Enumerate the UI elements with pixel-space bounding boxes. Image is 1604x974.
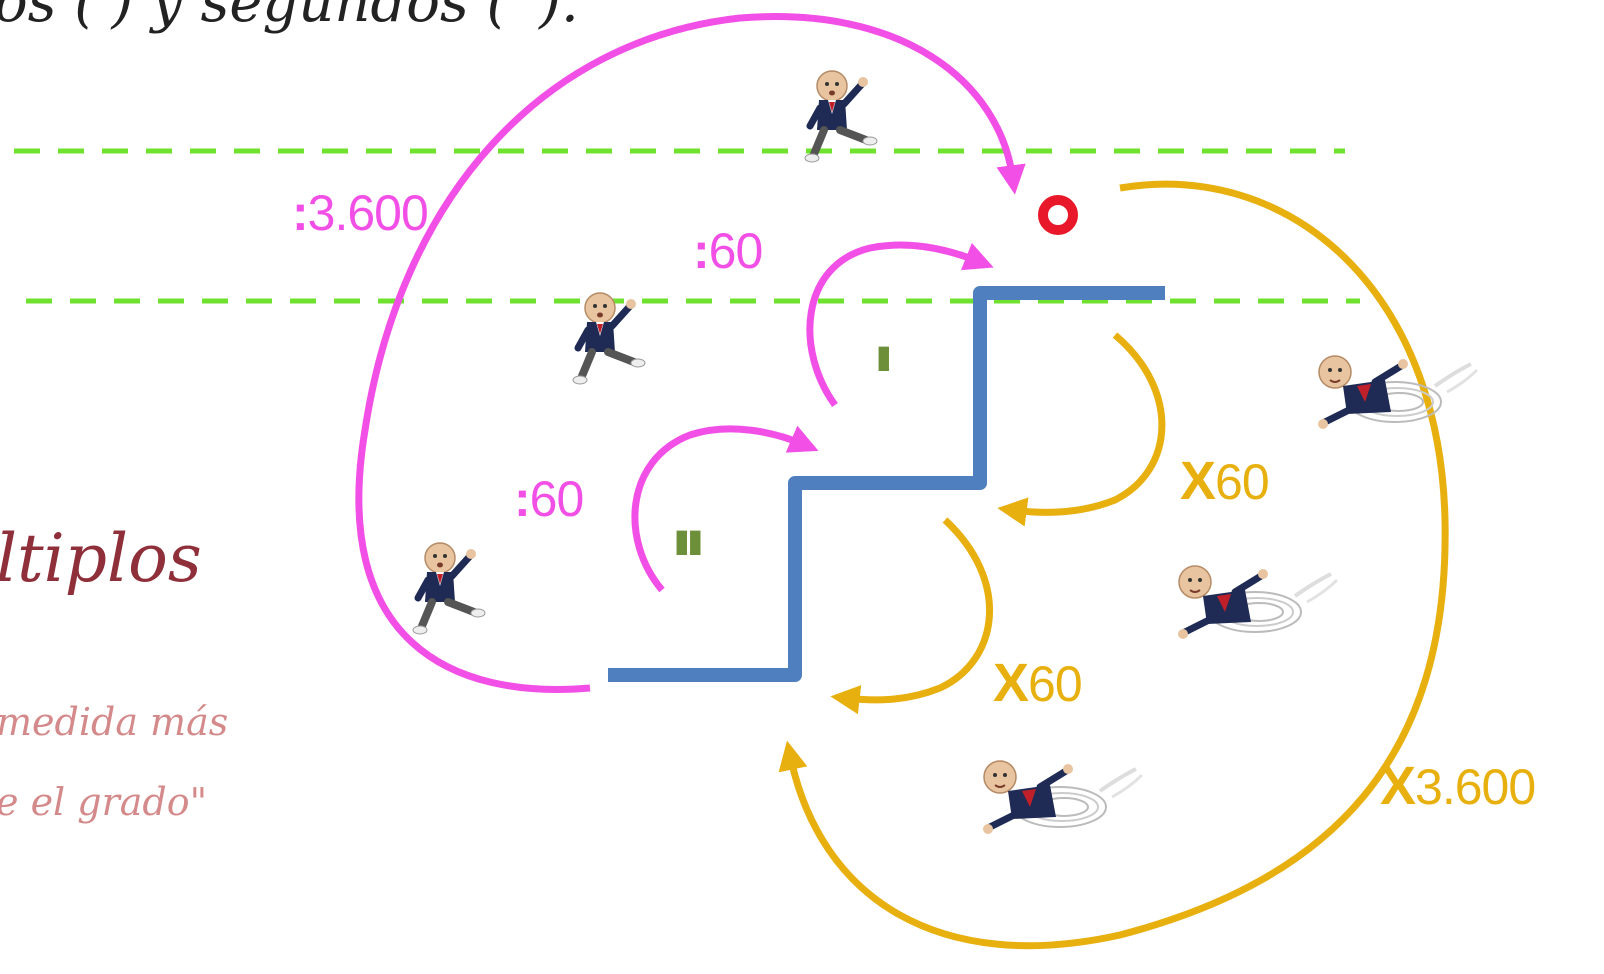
label-multiply-3600: X3.600 bbox=[1380, 755, 1536, 817]
description-line-1: medida más bbox=[0, 700, 229, 744]
climbing-man-icon bbox=[573, 293, 645, 384]
factor: 60 bbox=[1215, 454, 1270, 510]
factor: 60 bbox=[1028, 656, 1083, 712]
factor: 60 bbox=[529, 471, 585, 527]
operator: : bbox=[292, 185, 309, 241]
climbing-man-icon bbox=[805, 71, 877, 162]
arrow-x3600 bbox=[778, 180, 1449, 950]
label-multiply-60-upper: X60 bbox=[1180, 450, 1270, 512]
label-multiply-60-lower: X60 bbox=[993, 652, 1083, 714]
multiples-title: ltiplos bbox=[0, 520, 202, 597]
climbing-man-icon bbox=[413, 543, 485, 634]
label-divide-60-upper: :60 bbox=[693, 222, 764, 280]
operator: X bbox=[1380, 756, 1416, 816]
operator: X bbox=[993, 653, 1029, 713]
arrow-div3600 bbox=[355, 13, 1026, 693]
operator: : bbox=[514, 471, 531, 527]
operator: X bbox=[1180, 451, 1216, 511]
degree-symbol bbox=[1038, 195, 1078, 235]
arrow-div60-upper bbox=[806, 241, 994, 408]
arrow-div60-lower bbox=[631, 425, 819, 593]
stairs-line bbox=[608, 286, 1165, 682]
heading-fragment: os (') y segundos (''). bbox=[0, 0, 579, 35]
factor: 3.600 bbox=[1415, 759, 1536, 815]
operator: : bbox=[693, 223, 710, 279]
second-symbol: '' bbox=[668, 512, 709, 618]
description-line-2: e el grado" bbox=[0, 780, 208, 824]
label-divide-3600: :3.600 bbox=[292, 184, 429, 242]
label-divide-60-lower: :60 bbox=[514, 470, 585, 528]
running-man-icon bbox=[1178, 566, 1337, 639]
running-man-icon bbox=[983, 761, 1142, 834]
arrow-x60-lower bbox=[830, 517, 993, 715]
arrow-x60-upper bbox=[997, 332, 1166, 527]
factor: 60 bbox=[708, 223, 764, 279]
factor: 3.600 bbox=[307, 185, 429, 241]
minute-symbol: ' bbox=[870, 328, 898, 434]
running-man-icon bbox=[1318, 356, 1477, 429]
